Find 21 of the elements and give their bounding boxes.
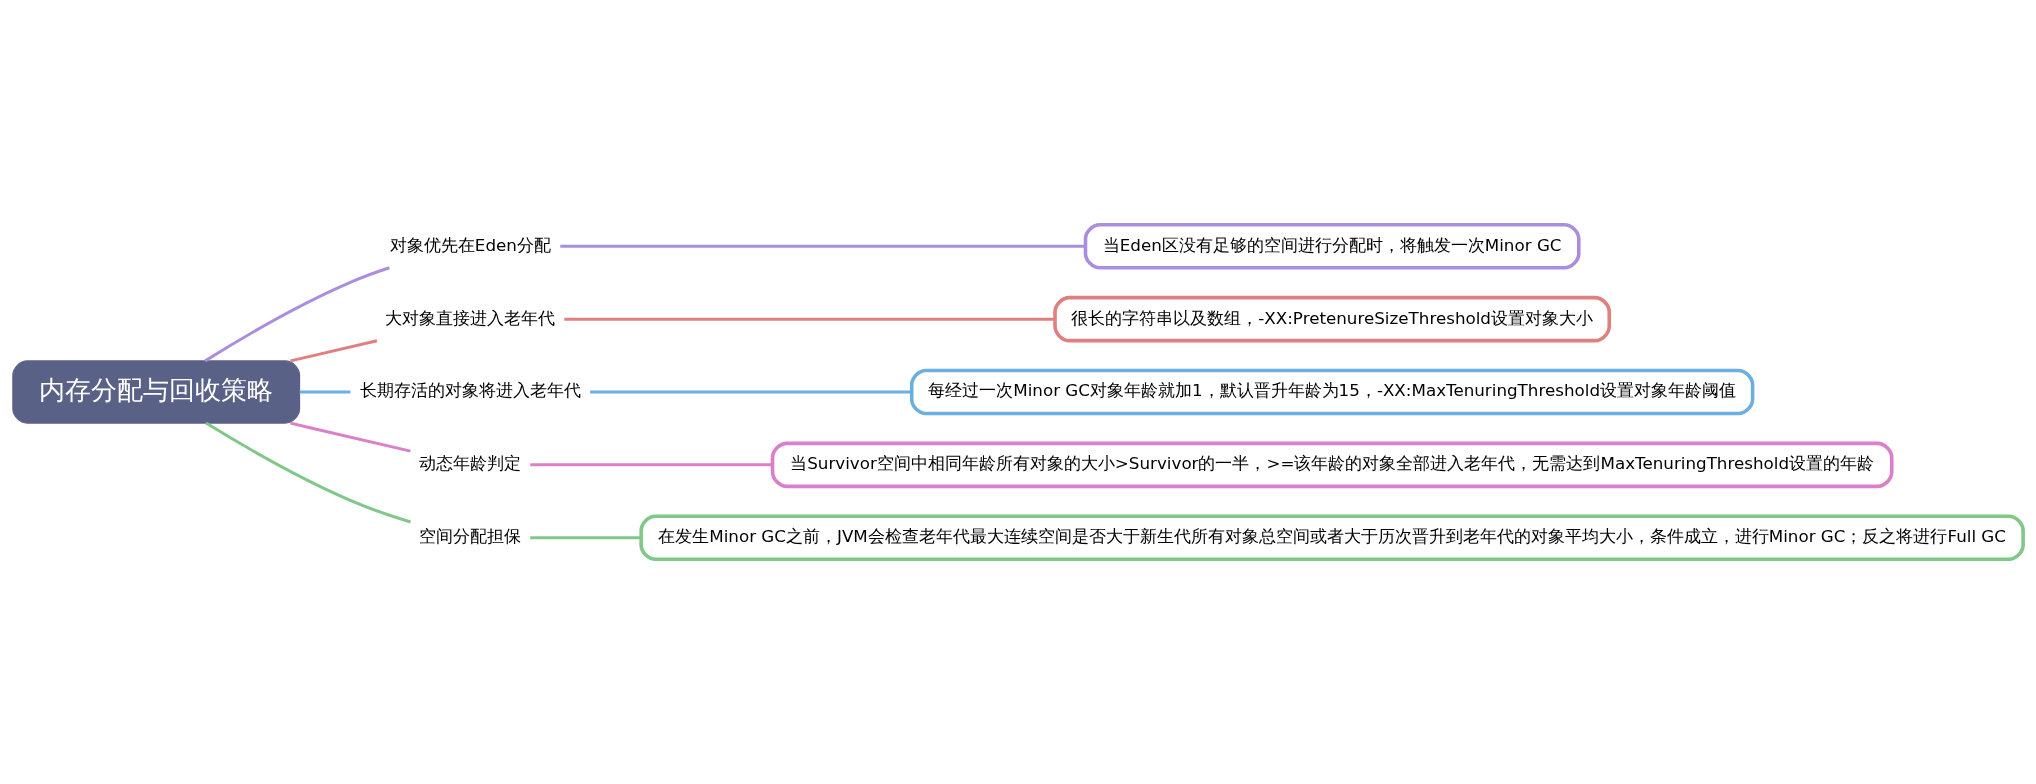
- connector: [590, 390, 912, 394]
- node-text: 动态年龄判定: [419, 453, 522, 474]
- connector: [560, 244, 1086, 248]
- node-text: 长期存活的对象将进入老年代: [359, 380, 581, 401]
- node-text: 空间分配担保: [419, 526, 522, 547]
- connector: [530, 536, 641, 540]
- node-box: 很长的字符串以及数组，-XX:PretenureSizeThreshold设置对象大小: [1053, 295, 1612, 343]
- connector: [299, 390, 351, 394]
- node-box: 当Survivor空间中相同年龄所有对象的大小>Survivor的一半，>=该年龄的对象全部进入老年代，无需达到MaxTenuringThreshold设置的年龄: [770, 441, 1894, 489]
- node-text: 对象优先在Eden分配: [389, 234, 551, 255]
- connector: [205, 421, 411, 524]
- node-box: 每经过一次Minor GC对象年龄就加1，默认晋升年龄为15，-XX:MaxTenuringThreshold设置对象年龄阈值: [909, 368, 1755, 416]
- node-text: 大对象直接进入老年代: [385, 307, 556, 328]
- node-box: 内存分配与回收策略: [12, 360, 301, 424]
- connector: [204, 266, 390, 363]
- connector: [290, 421, 411, 453]
- connector: [530, 463, 773, 467]
- connector: [290, 339, 378, 363]
- node-box: 在发生Minor GC之前，JVM会检查老年代最大连续空间是否大于新生代所有对象总空间或者大于历次晋升到老年代的对象平均大小，条件成立，进行Minor GC；反之将进行Full GC: [639, 514, 2025, 561]
- node-box: 当Eden区没有足够的空间进行分配时，将触发一次Minor GC: [1083, 223, 1581, 270]
- connector: [564, 317, 1055, 321]
